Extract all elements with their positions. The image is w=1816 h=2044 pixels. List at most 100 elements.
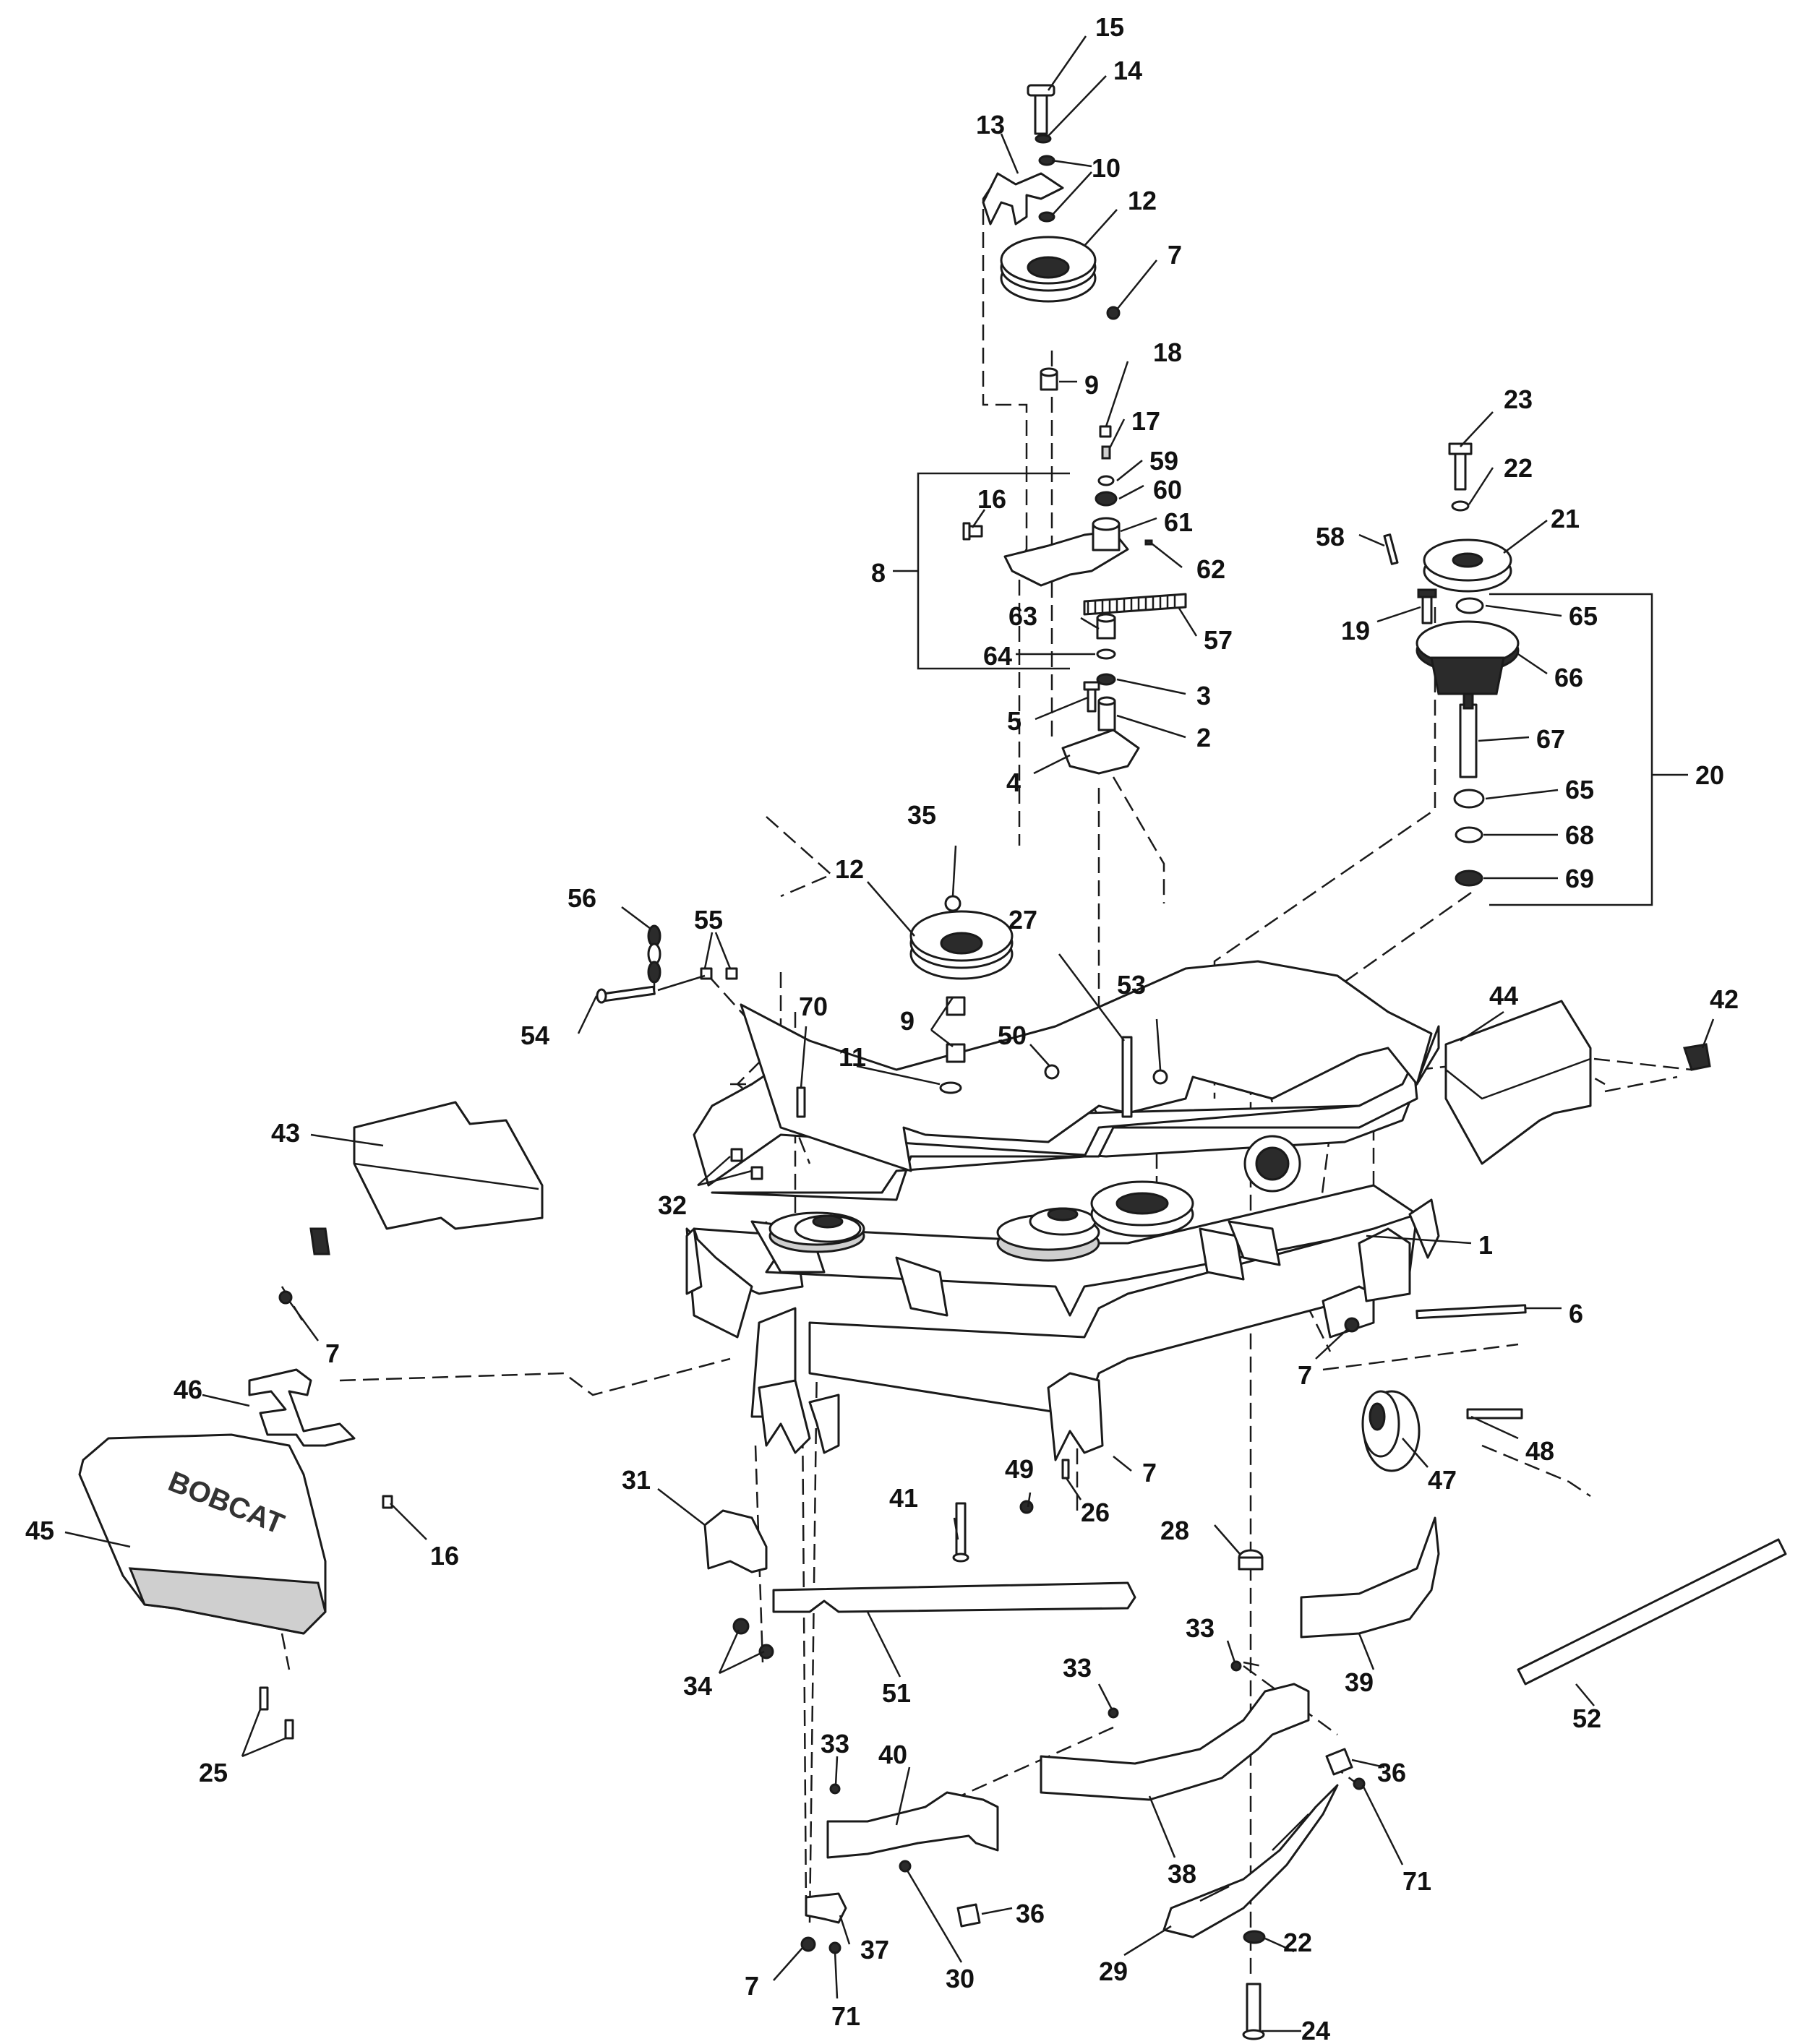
part-11-washer [939, 1081, 962, 1094]
part-26-pin [1061, 1459, 1070, 1480]
callout-8: 8 [871, 558, 886, 588]
callout-1: 1 [1478, 1230, 1493, 1260]
part-22-washer-lower [1243, 1930, 1266, 1944]
bracket-8 [893, 472, 1070, 670]
part-9-spacer-upper [1040, 367, 1058, 391]
part-66-spindle-housing [1415, 620, 1520, 695]
part-61-idler-arm [1003, 517, 1129, 587]
part-34-nut-b [758, 1644, 774, 1659]
part-4-plate [1061, 729, 1140, 775]
part-12-upper-pulley [1000, 236, 1097, 303]
callout-45: 45 [25, 1516, 54, 1545]
callout-22-lower: 22 [1283, 1928, 1312, 1957]
bracket-20 [1489, 593, 1688, 906]
callout-3: 3 [1196, 681, 1211, 710]
callout-23: 23 [1504, 385, 1533, 414]
callout-15: 15 [1095, 12, 1124, 42]
part-2-shaft [1097, 696, 1116, 731]
callout-60: 60 [1153, 475, 1182, 504]
part-48-axle [1466, 1408, 1523, 1420]
callout-57: 57 [1204, 625, 1233, 655]
callout-47: 47 [1428, 1465, 1457, 1495]
callout-13: 13 [976, 110, 1005, 139]
part-32-bolts [730, 1148, 763, 1180]
part-28-bushing [1238, 1549, 1264, 1571]
callout-4: 4 [1006, 768, 1021, 797]
callout-10: 10 [1092, 153, 1121, 183]
callout-18: 18 [1153, 338, 1182, 367]
part-40-baffle [826, 1791, 999, 1859]
callout-51: 51 [882, 1678, 911, 1708]
part-68-snap-ring [1455, 826, 1483, 843]
part-37-bracket [805, 1892, 847, 1924]
callout-24: 24 [1301, 2016, 1330, 2044]
callout-9-lower: 9 [900, 1006, 915, 1036]
part-7-nut-right [1344, 1317, 1360, 1333]
part-44-cover [1444, 1000, 1592, 1165]
callout-49: 49 [1005, 1454, 1034, 1484]
part-51-baffle [772, 1581, 1136, 1613]
callout-28: 28 [1160, 1516, 1189, 1545]
part-21-pulley [1423, 538, 1512, 593]
callout-71-bottom: 71 [831, 2001, 860, 2031]
part-59-washer [1097, 475, 1115, 486]
part-65-bearing-lower [1453, 789, 1485, 809]
callout-34: 34 [683, 1671, 712, 1701]
callout-33-center: 33 [1063, 1653, 1092, 1683]
part-23-bolt [1448, 442, 1473, 491]
callout-22-upper: 22 [1504, 453, 1533, 483]
callout-25: 25 [199, 1758, 228, 1787]
callout-53: 53 [1117, 970, 1146, 1000]
callout-54: 54 [521, 1021, 549, 1050]
part-53-nut [1152, 1069, 1168, 1085]
callout-65-upper: 65 [1569, 601, 1598, 631]
part-54-pin [596, 985, 656, 1004]
callout-69: 69 [1565, 864, 1594, 893]
callout-70: 70 [799, 992, 828, 1021]
callout-2: 2 [1196, 723, 1211, 752]
callout-63: 63 [1008, 601, 1037, 631]
part-7-nut-left [278, 1290, 293, 1305]
part-17-grease-fitting [1101, 445, 1111, 460]
part-39-baffle [1300, 1516, 1440, 1639]
callout-36-right: 36 [1377, 1758, 1406, 1787]
callout-33-left: 33 [821, 1729, 849, 1759]
part-47-wheel [1361, 1390, 1421, 1472]
callout-7-left: 7 [325, 1339, 340, 1368]
callout-7-upper: 7 [1168, 240, 1182, 270]
part-71-nut-right [1353, 1777, 1366, 1790]
part-24-bolt [1242, 1983, 1265, 2040]
callout-21: 21 [1551, 504, 1580, 533]
leader-lines [64, 35, 1715, 2032]
callout-39: 39 [1345, 1667, 1374, 1697]
part-65-bearing-upper [1455, 597, 1484, 614]
part-45-discharge-chute: BOBCAT [78, 1433, 327, 1635]
callout-33-right: 33 [1186, 1613, 1215, 1643]
part-33-bolt-c [829, 1783, 841, 1795]
callout-36-lower: 36 [1016, 1899, 1045, 1928]
callout-40: 40 [878, 1740, 907, 1769]
part-69-seal [1455, 869, 1483, 887]
part-33-bolt-a [1230, 1660, 1242, 1672]
part-9-spacers-lower [946, 996, 966, 1063]
callout-20: 20 [1695, 760, 1724, 790]
part-46-bracket [248, 1368, 356, 1447]
part-49-nut [1019, 1500, 1034, 1514]
callout-44: 44 [1489, 981, 1518, 1010]
callout-9-upper: 9 [1084, 370, 1099, 400]
callout-46: 46 [174, 1375, 202, 1404]
part-36-clip-right [1325, 1748, 1353, 1776]
part-15-bolt [1027, 84, 1055, 135]
callout-68: 68 [1565, 820, 1594, 850]
part-16-bolt-lower [382, 1495, 393, 1509]
part-52-baffle [1517, 1538, 1787, 1686]
callout-67: 67 [1536, 724, 1565, 754]
callout-65-lower: 65 [1565, 775, 1594, 804]
callout-16-lower: 16 [430, 1541, 459, 1571]
part-36-clip-lower [956, 1903, 981, 1928]
part-42-clip [1683, 1043, 1711, 1071]
part-13-bracket [982, 172, 1064, 226]
callout-71-right: 71 [1402, 1866, 1431, 1896]
callout-7-bottom: 7 [745, 1971, 759, 2001]
